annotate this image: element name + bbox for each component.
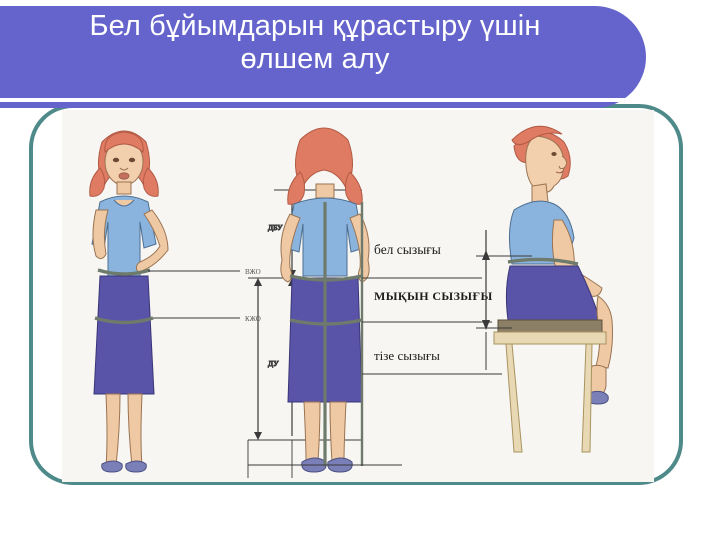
measurement-illustration: ВЖО КЖО ДБУ ДУ [62,110,654,482]
figure-back-standing [248,127,402,473]
figure-seated-side [476,125,613,453]
label-front-hip-tick: КЖО [245,315,261,323]
illustration-svg: ВЖО КЖО ДБУ ДУ [62,110,654,482]
label-front-waist-tick: ВЖО [245,268,261,276]
label-dim-lower: ДУ [268,359,279,368]
label-hip-line: МЫҚЫН СЫЗЫҒЫ [374,289,493,303]
page-title: Бел бұйымдарын құрастыру үшін өлшем алу [89,10,541,75]
label-waist-line: бел сызығы [374,242,441,257]
title-banner: Бел бұйымдарын құрастыру үшін өлшем алу [0,6,646,108]
label-knee-line: тізе сызығы [374,348,440,363]
label-lines [362,277,502,375]
title-underline [0,98,631,102]
figure-front-standing: ВЖО КЖО [89,130,261,473]
label-dim-upper: ДБУ [268,223,283,232]
